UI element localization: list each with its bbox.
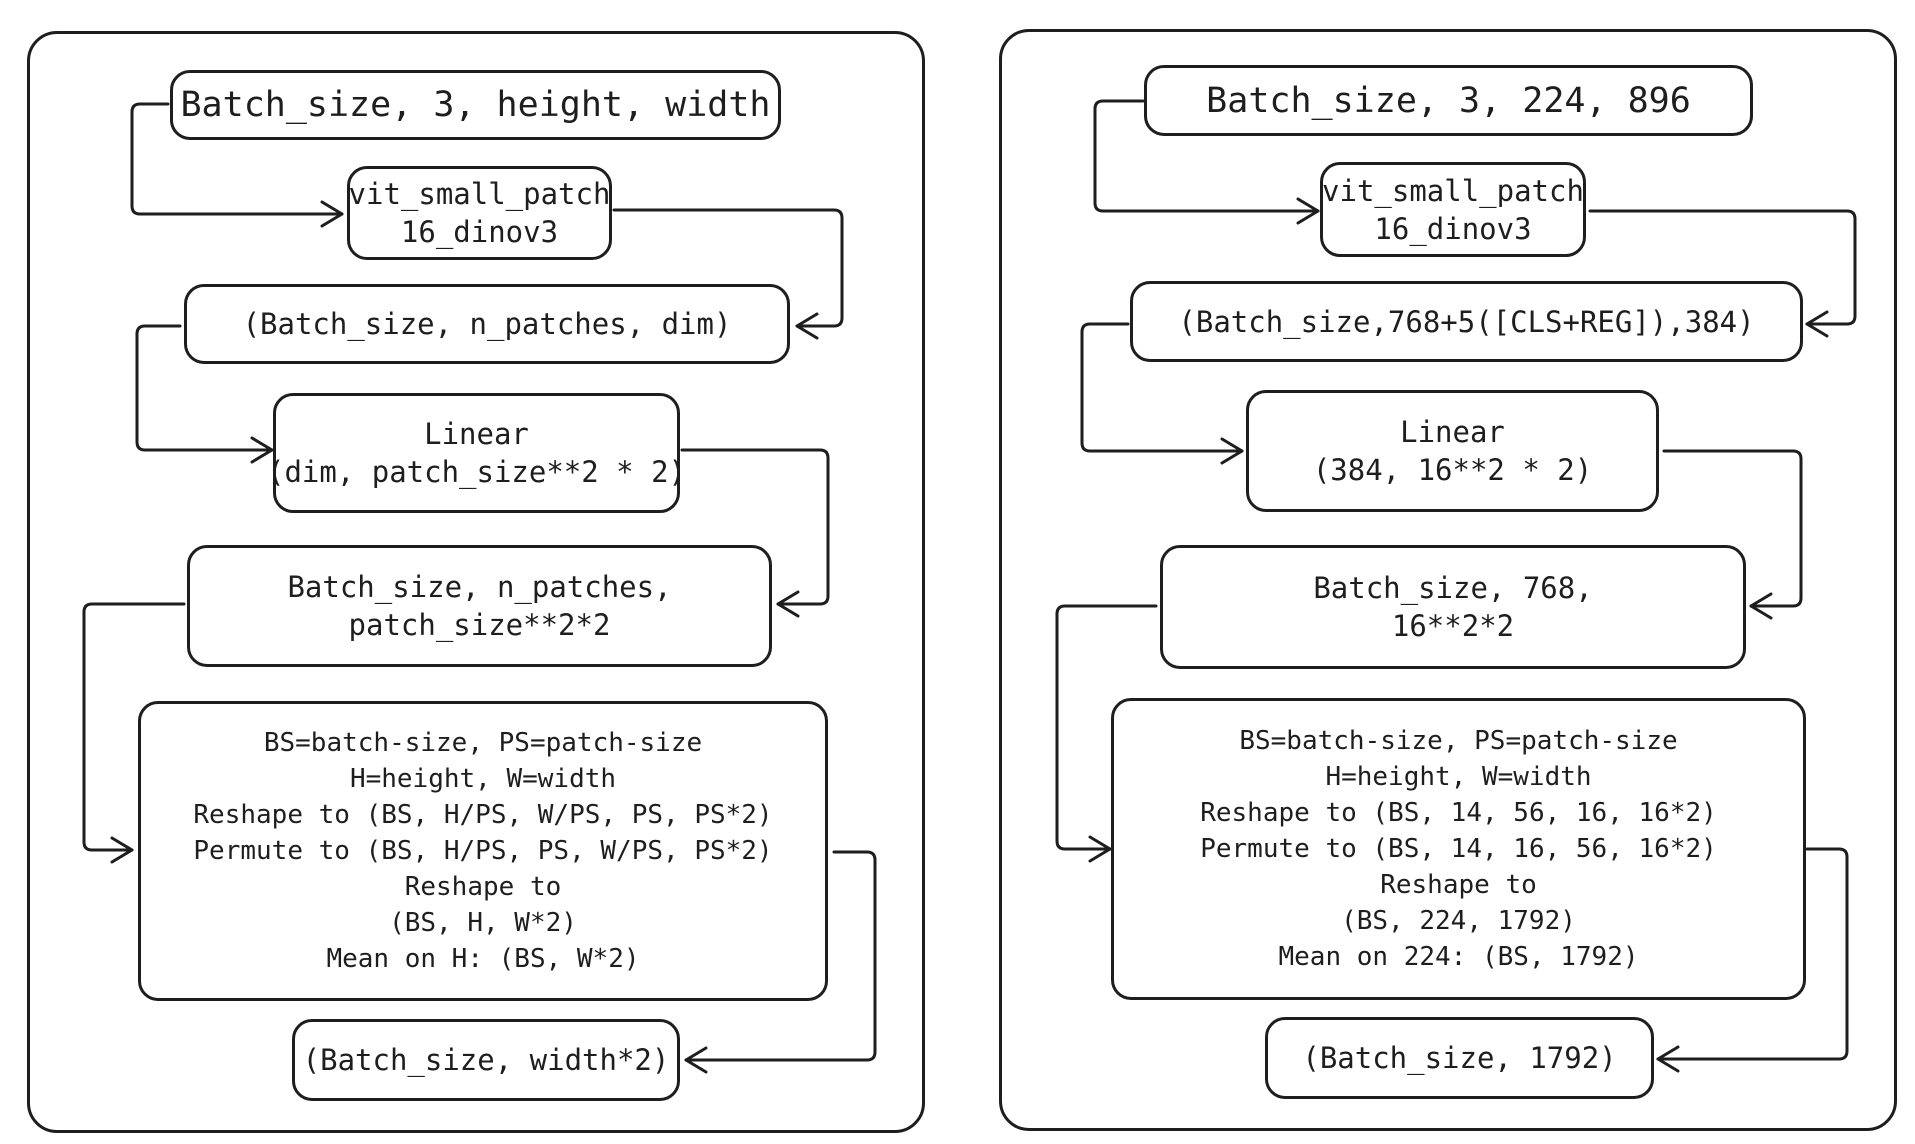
left-backbone-line-1: vit_small_patch [348, 177, 611, 211]
arrow-right-linear-to-projected [1662, 449, 1803, 608]
right-backbone-line-2: 16_dinov3 [1374, 211, 1532, 246]
arrowhead [776, 590, 800, 618]
left-input-shape-node: Batch_size, 3, height, width [170, 70, 781, 140]
arrow-right-features-to-linear [1080, 322, 1244, 453]
left-backbone-node: vit_small_patch 16_dinov3 [347, 166, 612, 260]
left-ops-line-6: (BS, H, W*2) [389, 908, 577, 938]
right-ops-line-6: (BS, 224, 1792) [1341, 906, 1576, 936]
right-linear-line-1: Linear [1400, 415, 1505, 449]
arrow-left-ops-to-output [684, 850, 877, 1062]
arrowhead [1656, 1045, 1680, 1073]
arrowhead [1296, 197, 1320, 225]
right-features-shape-node: (Batch_size,768+5([CLS+REG]),384) [1130, 281, 1803, 362]
right-panel [999, 29, 1897, 1131]
right-ops-line-4: Permute to (BS, 14, 16, 56, 16*2) [1200, 834, 1717, 864]
right-backbone-line-1: vit_small_patch [1322, 173, 1584, 208]
right-ops-line-2: H=height, W=width [1325, 762, 1592, 792]
left-ops-line-4: Permute to (BS, H/PS, PS, W/PS, PS*2) [193, 836, 773, 866]
arrow-left-backbone-to-features [612, 208, 844, 328]
left-features-shape-node: (Batch_size, n_patches, dim) [184, 284, 790, 364]
arrowhead [684, 1046, 708, 1074]
left-ops-line-7: Mean on H: (BS, W*2) [326, 944, 640, 974]
left-features-shape-text: (Batch_size, n_patches, dim) [242, 307, 732, 341]
right-input-shape-text: Batch_size, 3, 224, 896 [1206, 80, 1691, 121]
right-projected-shape-node: Batch_size, 768, 16**2*2 [1160, 545, 1746, 669]
left-projected-line-1: Batch_size, n_patches, [287, 570, 672, 604]
arrow-left-features-to-linear [135, 324, 274, 452]
arrowhead [110, 836, 134, 864]
left-panel [27, 31, 925, 1133]
right-output-shape-node: (Batch_size, 1792) [1265, 1017, 1654, 1099]
arrowhead [1220, 437, 1244, 465]
left-linear-node: Linear (dim, patch_size**2 * 2) [273, 393, 680, 513]
right-input-shape-node: Batch_size, 3, 224, 896 [1144, 65, 1753, 136]
arrowhead [1749, 592, 1773, 620]
arrow-left-projected-to-ops [82, 602, 186, 852]
right-backbone-node: vit_small_patch 16_dinov3 [1320, 162, 1586, 257]
arrow-left-linear-to-projected [680, 448, 830, 606]
arrow-right-ops-to-output [1656, 847, 1849, 1061]
left-ops-line-3: Reshape to (BS, H/PS, W/PS, PS, PS*2) [193, 800, 773, 830]
right-ops-line-5: Reshape to [1380, 870, 1537, 900]
arrowhead [1805, 310, 1829, 338]
right-features-shape-text: (Batch_size,768+5([CLS+REG]),384) [1178, 304, 1755, 339]
left-projected-line-2: patch_size**2*2 [348, 608, 611, 642]
left-backbone-line-2: 16_dinov3 [400, 215, 559, 249]
left-linear-line-1: Linear [424, 417, 529, 451]
arrowhead [795, 312, 819, 340]
left-output-shape-text: (Batch_size, width*2) [302, 1043, 670, 1077]
right-linear-node: Linear (384, 16**2 * 2) [1246, 390, 1659, 512]
arrow-right-projected-to-ops [1055, 604, 1158, 851]
left-output-shape-node: (Batch_size, width*2) [292, 1019, 680, 1101]
right-ops-line-7: Mean on 224: (BS, 1792) [1278, 942, 1639, 972]
arrowhead [250, 436, 274, 464]
right-ops-line-1: BS=batch-size, PS=patch-size [1239, 726, 1678, 756]
left-projected-shape-node: Batch_size, n_patches, patch_size**2*2 [187, 545, 772, 667]
left-operations-node: BS=batch-size, PS=patch-size H=height, W… [138, 701, 828, 1001]
right-output-shape-text: (Batch_size, 1792) [1302, 1041, 1617, 1075]
arrow-right-input-to-backbone [1093, 99, 1320, 213]
right-operations-node: BS=batch-size, PS=patch-size H=height, W… [1111, 698, 1806, 1000]
right-ops-line-3: Reshape to (BS, 14, 56, 16, 16*2) [1200, 798, 1717, 828]
right-linear-line-2: (384, 16**2 * 2) [1312, 453, 1593, 487]
left-ops-line-1: BS=batch-size, PS=patch-size [263, 728, 703, 758]
left-ops-line-5: Reshape to [404, 872, 562, 902]
arrow-right-backbone-to-features [1588, 209, 1857, 326]
right-projected-line-2: 16**2*2 [1391, 609, 1515, 643]
right-projected-line-1: Batch_size, 768, [1313, 571, 1593, 605]
arrowhead [320, 200, 344, 228]
left-ops-line-2: H=height, W=width [349, 764, 617, 794]
arrow-left-input-to-backbone [130, 102, 344, 216]
left-input-shape-text: Batch_size, 3, height, width [180, 85, 771, 125]
arrowhead [1088, 835, 1112, 863]
left-linear-line-2: (dim, patch_size**2 * 2) [273, 455, 680, 489]
